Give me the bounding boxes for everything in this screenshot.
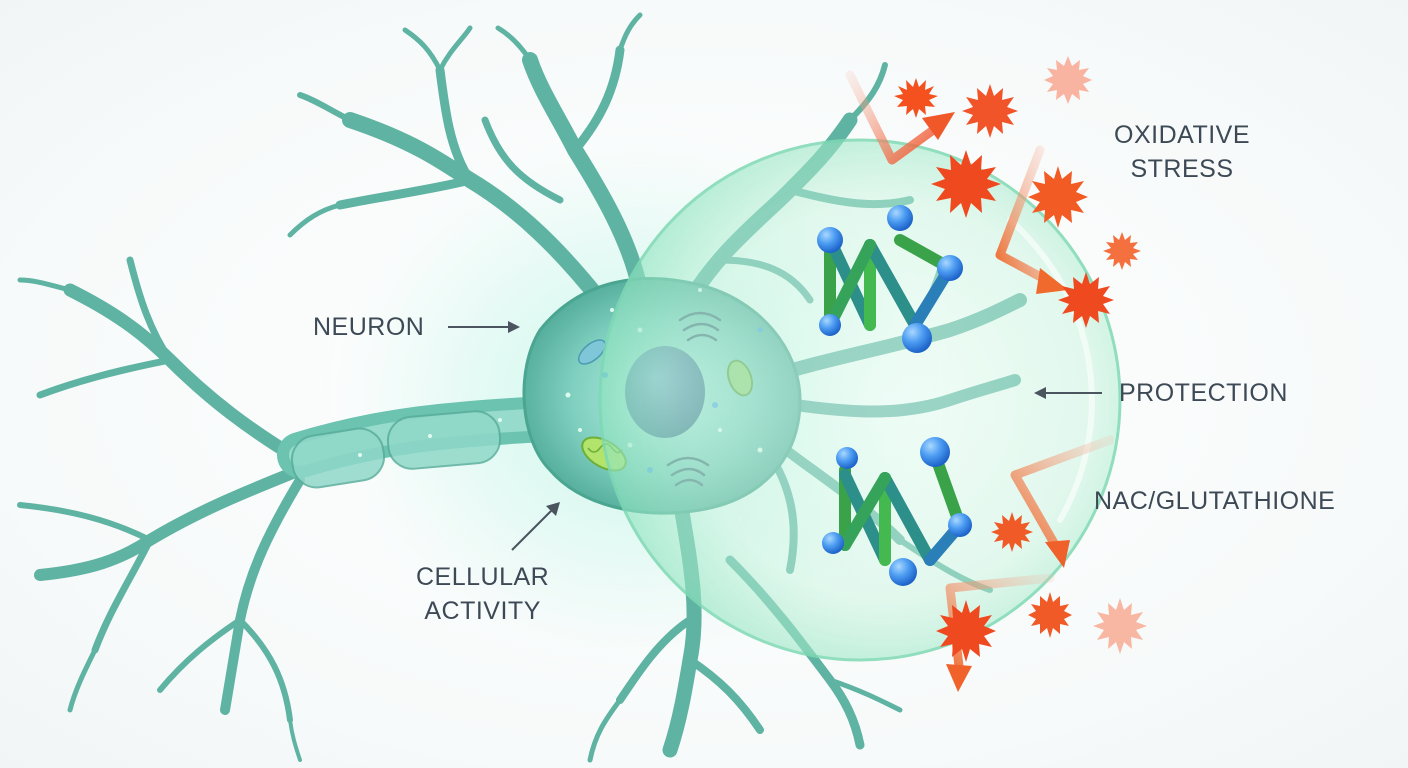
mitochondria-icon (577, 339, 607, 365)
label-cellular-line-2: ACTIVITY (424, 597, 541, 625)
myelin-sheath (290, 427, 386, 489)
label-oxidative-line-2: STRESS (1130, 155, 1234, 183)
molecule-icon (817, 205, 963, 353)
starburst-icon (936, 600, 996, 662)
arrow-neuron (448, 321, 520, 333)
arrow-protection (1034, 387, 1102, 399)
label-nac-glutathione: NAC/GLUTATHIONE (1094, 484, 1335, 518)
starburst-icon (931, 150, 1001, 218)
arrow-head (1036, 268, 1068, 294)
label-oxidative-stress: OXIDATIVE STRESS (1114, 118, 1250, 186)
starburst-icon (1103, 232, 1141, 270)
label-cellular-line-1: CELLULAR (416, 563, 550, 591)
free-radicals (894, 56, 1147, 662)
arrow-head (1045, 540, 1070, 568)
arrow-cellular-activity (511, 502, 560, 551)
label-neuron: NEURON (313, 310, 424, 344)
label-cellular-activity: CELLULAR ACTIVITY (416, 560, 549, 628)
starburst-icon (1044, 56, 1092, 104)
starburst-icon (1058, 272, 1114, 328)
label-nac-glutathione-text: NAC/GLUTATHIONE (1094, 487, 1336, 515)
starburst-icon (894, 78, 938, 118)
label-arrows (448, 321, 1102, 551)
starburst-icon (1093, 598, 1147, 654)
label-oxidative-line-1: OXIDATIVE (1114, 121, 1251, 149)
molecule-icon (822, 437, 972, 586)
arrow-head (946, 664, 972, 692)
protective-shield (598, 138, 1122, 662)
starburst-icon (1028, 592, 1072, 638)
label-protection: PROTECTION (1119, 376, 1288, 410)
starburst-icon (1028, 166, 1088, 228)
arrow-head (922, 112, 955, 140)
stress-arrows (845, 70, 1115, 692)
starburst-icon (991, 512, 1033, 552)
starburst-icon (962, 84, 1018, 138)
label-neuron-text: NEURON (313, 313, 425, 341)
myelin-sheath (386, 410, 502, 470)
label-protection-text: PROTECTION (1119, 379, 1288, 407)
